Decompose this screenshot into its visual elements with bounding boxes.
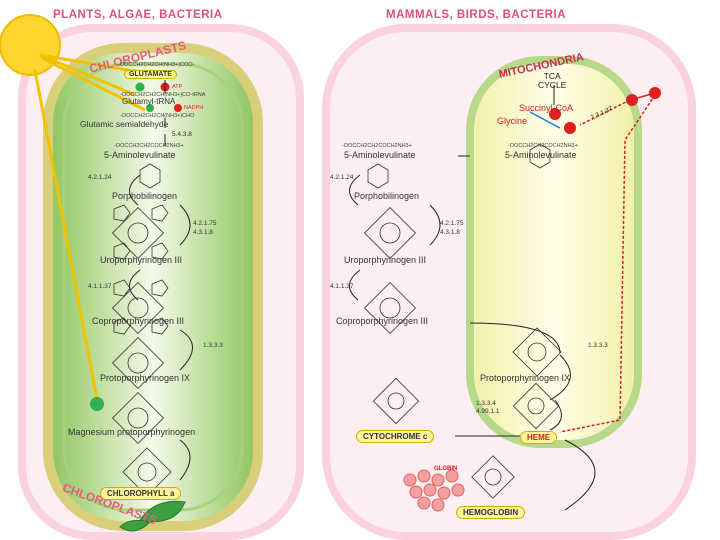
leaf-icon bbox=[119, 500, 186, 532]
aminolevulinate-mito: 5-Aminolevulinate bbox=[505, 150, 577, 160]
gsa-formula: -OOCCH2CH2CH(NH3+)CHO bbox=[120, 113, 195, 119]
porphobilinogen-left: Porphobilinogen bbox=[112, 191, 178, 201]
porphobilinogen-right: Porphobilinogen bbox=[354, 191, 420, 201]
succinyl-coa: Succinyl-CoA bbox=[519, 103, 574, 113]
chlorophyll-pill: CHLOROPHYLL a bbox=[100, 487, 182, 500]
protoporphyrinogen-left: Protoporphyrinogen IX bbox=[100, 373, 191, 383]
sun-icon bbox=[0, 14, 61, 76]
ala-formula-left: -OOCCH2CH2COCH2NH3+ bbox=[114, 143, 184, 149]
heme-pill: HEME bbox=[520, 431, 558, 444]
ec-1-3-3-3-right: 1.3.3.3 bbox=[588, 342, 608, 349]
glutamyl-trna: Glutamyl-tRNA bbox=[122, 97, 176, 106]
aminolevulinate-right: 5-Aminolevulinate bbox=[344, 150, 416, 160]
ec-4-3-1-8-right: 4.3.1.8 bbox=[440, 229, 460, 236]
ec-4-2-1-75-right: 4.2.1.75 bbox=[440, 220, 464, 227]
glycine: Glycine bbox=[497, 116, 528, 126]
cytochrome-c-pill: CYTOCHROME c bbox=[356, 430, 435, 443]
ala-formula-right: -OOCCH2CH2COCH2NH3+ bbox=[342, 143, 412, 149]
ec-4-3-1-8-left: 4.3.1.8 bbox=[193, 229, 213, 236]
mitochondria bbox=[466, 56, 642, 448]
trna-formula: -OOCCH2CH2CH(NH3+)CO-tRNA bbox=[120, 92, 206, 98]
coproporphyrinogen-left: Coproporphyrinogen III bbox=[92, 316, 185, 326]
tca-cycle: TCA CYCLE bbox=[538, 72, 566, 90]
aminolevulinate-left: 5-Aminolevulinate bbox=[104, 150, 176, 160]
ec-4-2-1-75-left: 4.2.1.75 bbox=[193, 220, 217, 227]
red-blood-cells-icon bbox=[403, 469, 465, 512]
ec-1-3-3-3-left: 1.3.3.3 bbox=[203, 342, 223, 349]
protoporphyrinogen-right: Protoporphyrinogen IX bbox=[480, 373, 571, 383]
ec-4-2-1-24-left: 4.2.1.24 bbox=[88, 174, 112, 181]
coproporphyrinogen-right: Coproporphyrinogen III bbox=[336, 316, 429, 326]
glutamate-pill: GLUTAMATE bbox=[124, 70, 177, 79]
nadph-label: NADPH bbox=[184, 105, 204, 111]
glutamic-semialdehyde: Glutamic semialdehyde bbox=[80, 119, 169, 129]
uroporphyrinogen-left: Uroporphyrinogen III bbox=[100, 255, 183, 265]
right-header: MAMMALS, BIRDS, BACTERIA bbox=[386, 9, 567, 21]
glutamate-formula: -OOCCH2CH2CH(NH3+)COO- bbox=[118, 62, 195, 68]
hemoglobin-pill: HEMOGLOBIN bbox=[456, 506, 526, 519]
left-header: PLANTS, ALGAE, BACTERIA bbox=[53, 9, 223, 21]
mg-protoporphyrinogen: Magnesium protoporphyrinogen bbox=[68, 427, 196, 437]
tca-label: TCA bbox=[543, 71, 561, 81]
globin-label: GLOBIN bbox=[434, 466, 458, 472]
ec-4-99-1-1: 4.99.1.1 bbox=[476, 408, 500, 415]
ec-1-3-3-4: 1.3.3.4 bbox=[476, 400, 496, 407]
ala-formula-mito: -OOCCH2CH2COCH2NH3+ bbox=[508, 143, 578, 149]
ec-4-1-1-37-right: 4.1.1.37 bbox=[330, 283, 354, 290]
ec-5-4-3-8: 5.4.3.8 bbox=[172, 131, 192, 138]
ec-4-1-1-37-left: 4.1.1.37 bbox=[88, 283, 112, 290]
ec-4-2-1-24-right: 4.2.1.24 bbox=[330, 174, 354, 181]
cycle-label: CYCLE bbox=[538, 80, 567, 90]
uroporphyrinogen-right: Uroporphyrinogen III bbox=[344, 255, 427, 265]
atp-label: ATP bbox=[172, 84, 183, 90]
